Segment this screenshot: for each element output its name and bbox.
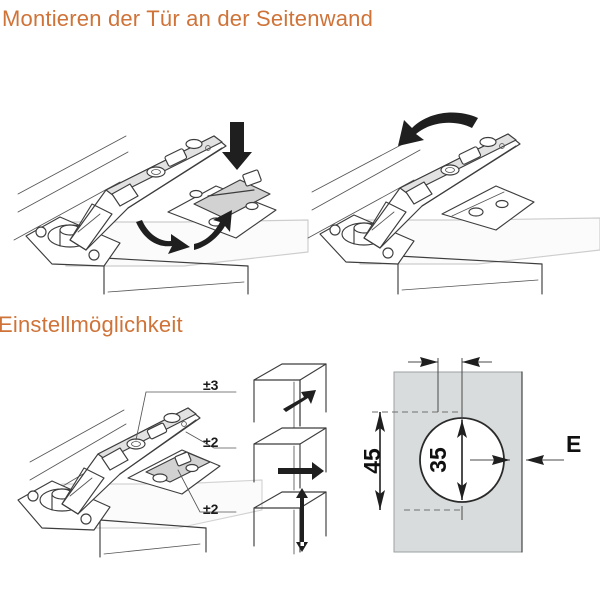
cabinet-depth-adjust-icon (253, 427, 327, 491)
dimension-45-text: 45 (359, 448, 385, 474)
release-curved-arrow-icon (398, 112, 478, 146)
figure-mount-release (306, 44, 600, 295)
clip-on-curved-arrow-icon (136, 210, 232, 254)
adjustment-label-height: ±2 (203, 501, 219, 517)
figure-adjustment (0, 352, 350, 567)
leader-lines (135, 391, 237, 513)
figure-drilling-pattern: 45 35 E (359, 340, 600, 565)
cabinet-side-panel (13, 135, 129, 241)
hinge-clip-plate (167, 169, 277, 239)
hinge-arm (61, 407, 221, 515)
cabinet-height-adjust-icon (253, 488, 327, 555)
top-dimension-arrows (408, 357, 492, 367)
page-title-adjustment: Einstellmöglichkeit (0, 312, 183, 337)
dimension-E-text: E (566, 431, 581, 457)
dimension-E: E (526, 431, 581, 465)
dimension-35-text: 35 (425, 447, 451, 473)
dimension-35: 35 (425, 420, 510, 500)
cabinet-side-adjust-icon (253, 363, 327, 429)
down-arrow-icon (222, 122, 252, 170)
adjustment-label-depth: ±2 (203, 434, 219, 450)
page-title-mounting: Montieren der Tür an der Seitenwand (2, 6, 374, 31)
hinge-arm-mounted (363, 133, 535, 249)
dimension-45: 45 (359, 412, 385, 510)
adjustment-label-side: ±3 (203, 377, 219, 393)
hinge-arm (69, 135, 227, 251)
figure-mount-press-on (8, 44, 309, 295)
door-panel (65, 219, 309, 295)
